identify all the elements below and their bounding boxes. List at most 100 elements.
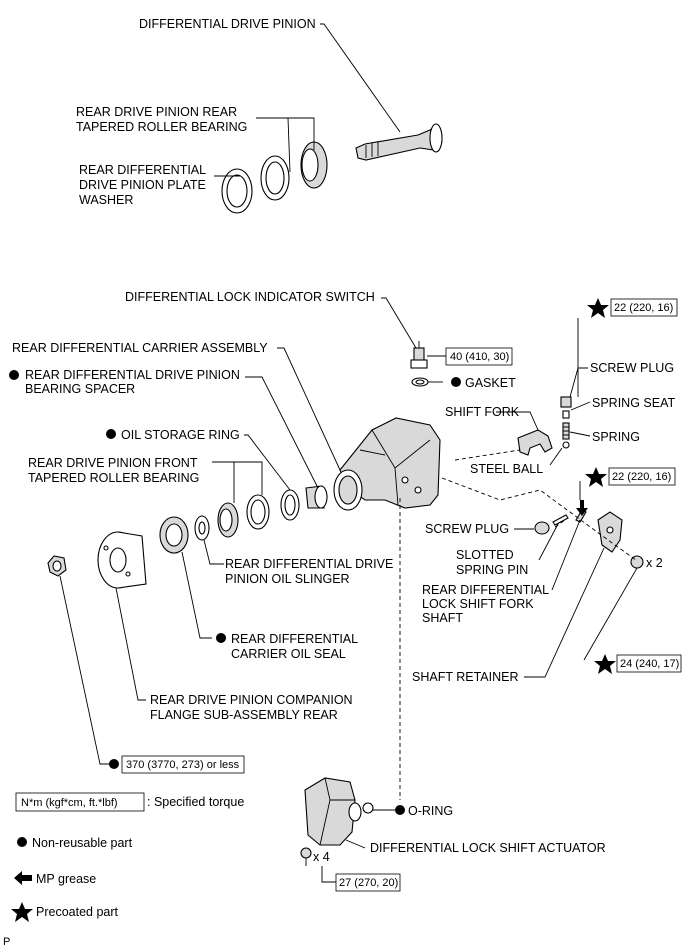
leader-oil-storage-ring	[244, 434, 291, 491]
label-x4: x 4	[313, 850, 330, 864]
torque-screw-plug-top-value: 22 (220, 16)	[614, 302, 673, 314]
label-spring: SPRING	[592, 430, 640, 444]
leader-carrier	[277, 347, 341, 471]
actuator-bolt	[300, 847, 312, 866]
label-companion-flange-line1: REAR DRIVE PINION COMPANION	[150, 693, 353, 707]
legend: N*m (kgf*cm, ft.*lbf) : Specified torque…	[11, 792, 244, 922]
label-screw-plug-top: SCREW PLUG	[590, 361, 674, 375]
spring	[562, 422, 570, 440]
torque-box-screw-plug-top: 22 (220, 16)	[587, 298, 678, 318]
leader-retainer-bolt	[583, 567, 638, 661]
shift-fork	[517, 429, 553, 456]
torque-box-actuator-bolt: 27 (270, 20)	[335, 873, 401, 892]
leader-spring-seat	[570, 401, 591, 411]
gasket	[411, 377, 429, 387]
torque-nut-value: 370 (3770, 273) or less	[126, 759, 240, 771]
non-reusable-dot-icon	[451, 377, 461, 387]
label-steel-ball: STEEL BALL	[470, 462, 543, 476]
label-lock-indicator-switch: DIFFERENTIAL LOCK INDICATOR SWITCH	[125, 290, 375, 304]
label-carrier-assembly: REAR DIFFERENTIAL CARRIER ASSEMBLY	[12, 341, 268, 355]
leader-rear-bearing-b	[288, 117, 315, 150]
non-reusable-dot-icon	[109, 759, 119, 769]
label-oil-slinger-line1: REAR DIFFERENTIAL DRIVE	[225, 557, 393, 571]
leader-front-bearing-a	[212, 461, 263, 495]
leader-nut	[59, 575, 110, 765]
leader-oil-slinger	[203, 539, 224, 565]
label-fork-shaft-line2: LOCK SHIFT FORK	[422, 597, 534, 611]
label-gasket: GASKET	[465, 376, 516, 390]
page-code: P	[3, 936, 10, 948]
torque-screw-plug-mid-value: 22 (220, 16)	[612, 471, 671, 483]
dashed-axis-fork	[454, 449, 521, 461]
leader-actuator	[345, 839, 366, 849]
torque-box-nut: 370 (3770, 273) or less	[109, 755, 245, 774]
legend-mp-grease: MP grease	[36, 872, 96, 886]
companion-flange-nut	[47, 555, 67, 577]
legend-torque-desc: : Specified torque	[147, 795, 244, 809]
o-ring	[362, 802, 374, 814]
leader-actuator-bolt	[321, 866, 336, 883]
label-plate-washer-line1: REAR DIFFERENTIAL	[79, 163, 206, 177]
label-plate-washer-line2: DRIVE PINION PLATE	[79, 178, 206, 192]
slotted-spring-pin	[552, 514, 569, 526]
dashed-axis-shaft	[441, 477, 637, 561]
mp-grease-arrow-icon	[576, 500, 588, 516]
rear-differential-drive-pinion-oil-slinger	[194, 515, 210, 541]
torque-box-retainer-bolt: 24 (240, 17)	[594, 654, 682, 674]
label-o-ring: O-RING	[408, 804, 453, 818]
rear-differential-carrier-assembly	[333, 417, 441, 511]
non-reusable-dot-icon	[9, 370, 19, 380]
label-slotted-pin-line1: SLOTTED	[456, 548, 514, 562]
label-oil-seal-line2: CARRIER OIL SEAL	[231, 647, 346, 661]
torque-retainer-bolt-value: 24 (240, 17)	[620, 658, 679, 670]
differential-lock-indicator-switch	[410, 341, 428, 369]
rear-drive-pinion-front-bearing	[217, 494, 270, 538]
precoated-star-icon	[587, 298, 609, 318]
leader-switch	[381, 297, 417, 349]
leader-shaft-retainer	[524, 547, 605, 678]
label-spring-seat: SPRING SEAT	[592, 396, 675, 410]
label-front-bearing-line1: REAR DRIVE PINION FRONT	[28, 456, 198, 470]
differential-lock-shift-actuator	[304, 777, 362, 846]
leader-slotted-pin	[538, 523, 559, 561]
rear-drive-pinion-rear-bearing	[260, 141, 328, 201]
non-reusable-dot-icon	[395, 805, 405, 815]
label-differential-drive-pinion: DIFFERENTIAL DRIVE PINION	[139, 17, 316, 31]
steel-ball	[562, 441, 570, 449]
precoated-star-icon	[585, 467, 607, 487]
label-fork-shaft-line3: SHAFT	[422, 611, 463, 625]
legend-non-reusable-dot-icon	[17, 837, 27, 847]
label-oil-slinger-line2: PINION OIL SLINGER	[225, 572, 350, 586]
label-oil-storage-ring: OIL STORAGE RING	[121, 428, 240, 442]
differential-drive-pinion	[355, 123, 443, 161]
label-front-bearing-line2: TAPERED ROLLER BEARING	[28, 471, 199, 485]
label-screw-plug-mid: SCREW PLUG	[425, 522, 509, 536]
label-plate-washer-line3: WASHER	[79, 193, 133, 207]
leader-spring	[569, 431, 591, 437]
label-companion-flange-line2: FLANGE SUB-ASSEMBLY REAR	[150, 708, 338, 722]
label-fork-shaft-line1: REAR DIFFERENTIAL	[422, 583, 549, 597]
label-rear-bearing-line2: TAPERED ROLLER BEARING	[76, 120, 247, 134]
companion-flange	[97, 531, 147, 589]
legend-torque-box	[15, 792, 145, 812]
legend-mp-grease-arrow-icon	[14, 871, 32, 885]
leader-steel-ball	[549, 447, 563, 466]
non-reusable-dot-icon	[216, 633, 226, 643]
oil-storage-ring	[280, 489, 300, 521]
label-shift-fork: SHIFT FORK	[445, 405, 520, 419]
leader-fork-shaft	[551, 519, 581, 591]
spring-seat	[562, 410, 570, 419]
legend-torque-unit: N*m (kgf*cm, ft.*lbf)	[21, 797, 118, 809]
precoated-star-icon	[594, 654, 616, 674]
screw-plug-mid	[534, 521, 550, 535]
screw-plug-top	[560, 396, 572, 408]
torque-box-screw-plug-mid: 22 (220, 16)	[585, 467, 676, 487]
label-slotted-pin-line2: SPRING PIN	[456, 563, 528, 577]
torque-switch-value: 40 (410, 30)	[450, 351, 509, 363]
label-bearing-spacer-line1: REAR DIFFERENTIAL DRIVE PINION	[25, 368, 240, 382]
legend-precoated: Precoated part	[36, 905, 119, 919]
rear-differential-carrier-oil-seal	[159, 516, 189, 554]
label-x2: x 2	[646, 556, 663, 570]
shaft-retainer	[597, 511, 623, 553]
